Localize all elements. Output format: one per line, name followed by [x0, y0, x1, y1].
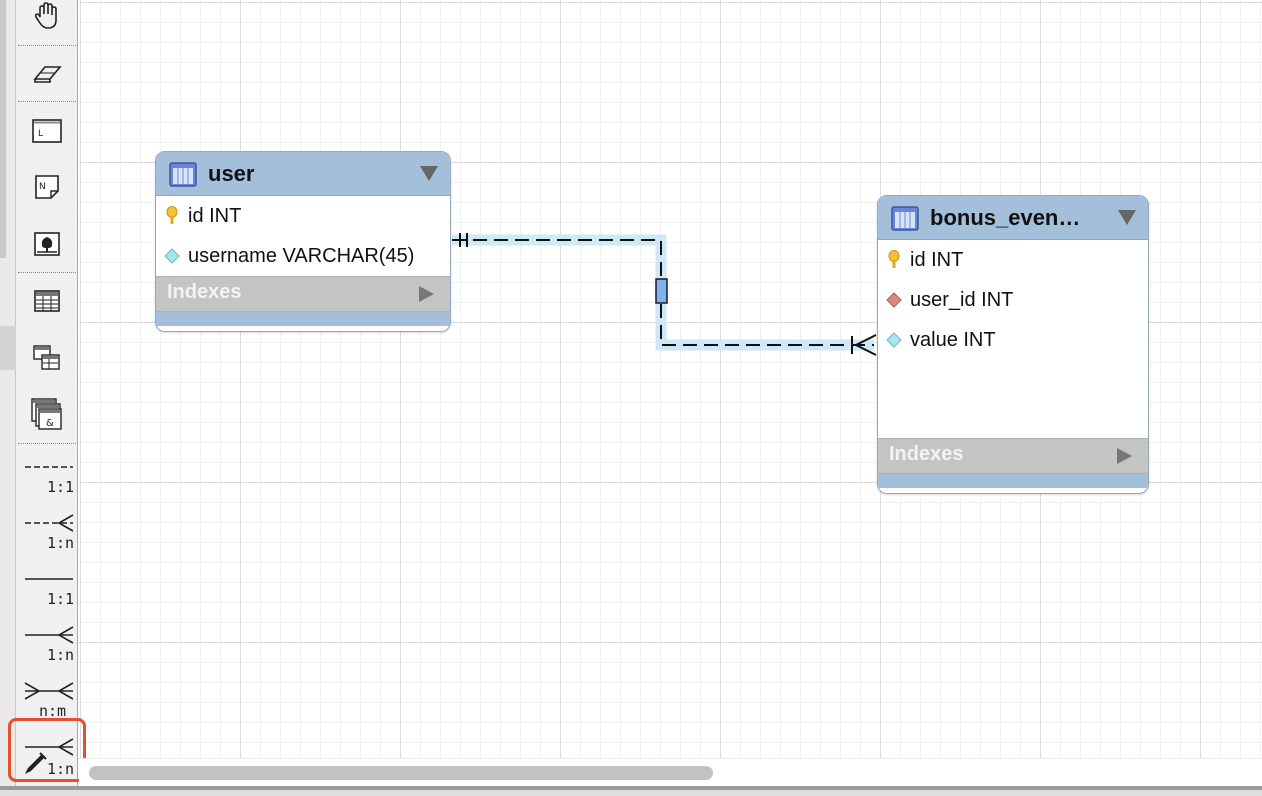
panel-scrollbar[interactable] — [0, 0, 6, 258]
table-footer — [878, 474, 1148, 488]
rel-n-m-identifying-tool[interactable]: n:m — [16, 674, 78, 724]
primary-key-icon — [888, 250, 900, 268]
table-name: bonus_even… — [930, 205, 1081, 230]
rel-label: 1:1 — [47, 590, 74, 608]
rel-1-n-nonidentifying-tool[interactable]: 1:n — [16, 506, 78, 556]
svg-text:N: N — [39, 182, 46, 192]
expand-arrow-icon[interactable] — [1117, 448, 1132, 464]
indexes-section[interactable]: Indexes — [878, 438, 1148, 474]
column-text: user_id INT — [910, 288, 1014, 311]
rel-label: 1:n — [47, 760, 74, 778]
rel-1-1-dashed-icon: 1:1 — [25, 466, 74, 496]
rel-1-1-solid-icon: 1:1 — [25, 578, 74, 608]
eraser-icon — [33, 66, 62, 83]
hand-icon — [34, 2, 57, 29]
view-tool[interactable] — [16, 332, 78, 384]
outer-panel-edge — [0, 0, 16, 796]
view-icon — [33, 345, 60, 370]
column-row[interactable]: username VARCHAR(45) — [156, 236, 450, 276]
indexes-label: Indexes — [167, 281, 242, 303]
rel-n-m-icon: n:m — [24, 682, 74, 720]
collapse-arrow-icon[interactable] — [420, 166, 438, 181]
rel-label: 1:n — [47, 646, 74, 664]
routine-group-tool[interactable]: & — [16, 388, 78, 440]
foreign-key-icon — [886, 292, 902, 308]
layer-icon: L — [32, 119, 62, 143]
rel-1-n-pick-columns-icon: 1:n — [25, 738, 74, 778]
table-body-empty — [878, 360, 1148, 438]
table-name: user — [208, 161, 255, 186]
expand-arrow-icon[interactable] — [419, 286, 434, 302]
diagram-toolbar: L N — [16, 0, 78, 796]
note-tool[interactable]: N — [16, 161, 78, 213]
rel-1-n-existing-columns-tool[interactable]: 1:n — [16, 730, 78, 780]
svg-text:&: & — [46, 418, 54, 429]
rel-1-1-identifying-tool[interactable]: 1:1 — [16, 562, 78, 612]
column-text: id INT — [910, 248, 964, 271]
column-icon — [164, 248, 180, 264]
table-footer — [156, 312, 450, 326]
table-icon — [169, 162, 197, 187]
selected-tool-highlight — [8, 718, 86, 782]
indexes-section[interactable]: Indexes — [156, 276, 450, 312]
rel-1-n-dashed-icon: 1:n — [25, 514, 74, 552]
table-header[interactable]: bonus_even… — [878, 196, 1148, 240]
table-icon — [34, 290, 60, 312]
rel-1-1-nonidentifying-tool[interactable]: 1:1 — [16, 450, 78, 500]
table-header[interactable]: user — [156, 152, 450, 196]
column-text: username VARCHAR(45) — [188, 244, 415, 267]
routine-group-icon: & — [31, 398, 62, 430]
column-row[interactable]: id INT — [156, 196, 450, 236]
rel-label: 1:1 — [47, 478, 74, 496]
column-row[interactable]: user_id INT — [878, 280, 1148, 320]
table-bonus-event[interactable]: bonus_even… id INT user_id INT value INT… — [877, 195, 1149, 494]
column-icon — [886, 332, 902, 348]
column-text: value INT — [910, 328, 996, 351]
table-tool[interactable] — [16, 275, 78, 327]
collapse-arrow-icon[interactable] — [1118, 210, 1136, 225]
window-bottom-edge — [0, 786, 1262, 796]
image-tool[interactable] — [16, 218, 78, 270]
rel-1-n-identifying-tool[interactable]: 1:n — [16, 618, 78, 668]
indexes-label: Indexes — [889, 443, 964, 465]
hand-tool[interactable] — [16, 0, 78, 42]
layer-tool[interactable]: L — [16, 105, 78, 157]
column-row[interactable]: id INT — [878, 240, 1148, 280]
primary-key-icon — [166, 206, 178, 224]
note-icon: N — [35, 175, 59, 199]
panel-selection-marker — [0, 326, 16, 370]
image-icon — [34, 232, 60, 256]
scrollbar-thumb[interactable] — [89, 766, 713, 780]
horizontal-scrollbar[interactable] — [79, 758, 1262, 786]
table-user[interactable]: user id INT username VARCHAR(45) Indexes — [155, 151, 451, 332]
column-text: id INT — [188, 204, 242, 227]
rel-label: n:m — [39, 702, 66, 720]
eraser-tool[interactable] — [16, 47, 78, 99]
rel-1-n-solid-icon: 1:n — [25, 626, 74, 664]
rel-label: 1:n — [47, 534, 74, 552]
column-row[interactable]: value INT — [878, 320, 1148, 360]
svg-text:L: L — [38, 129, 43, 139]
table-icon — [891, 206, 919, 231]
